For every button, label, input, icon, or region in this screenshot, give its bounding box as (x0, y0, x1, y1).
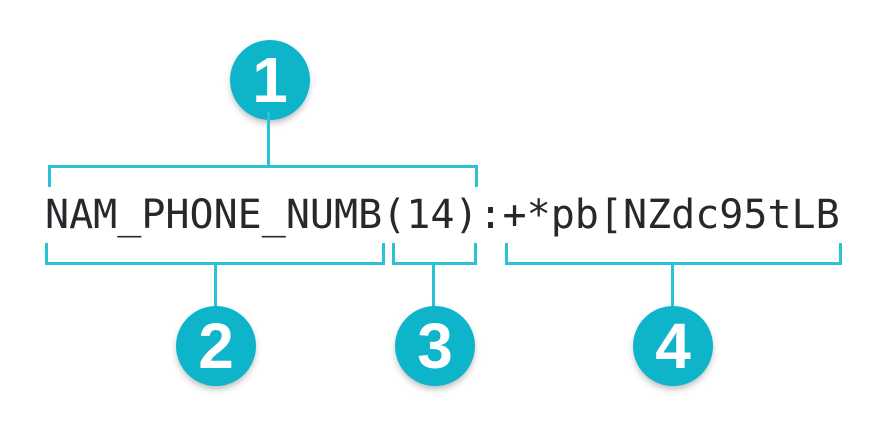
callout-badge-2: 2 (176, 306, 256, 386)
bracket-field-length (392, 243, 477, 265)
callout-4-connector-line (671, 263, 674, 311)
bracket-field-declaration (48, 165, 478, 187)
callout-1-connector-line (267, 112, 270, 168)
callout-badge-1: 1 (230, 40, 310, 120)
callout-3-connector-line (432, 263, 435, 311)
callout-2-connector-line (214, 263, 217, 311)
bracket-field-name (45, 243, 385, 265)
callout-badge-3: 3 (395, 306, 475, 386)
code-string: NAM_PHONE_NUMB(14):+*pb[NZdc95tLB (45, 192, 840, 238)
callout-badge-4: 4 (633, 306, 713, 386)
bracket-field-value (505, 243, 842, 265)
